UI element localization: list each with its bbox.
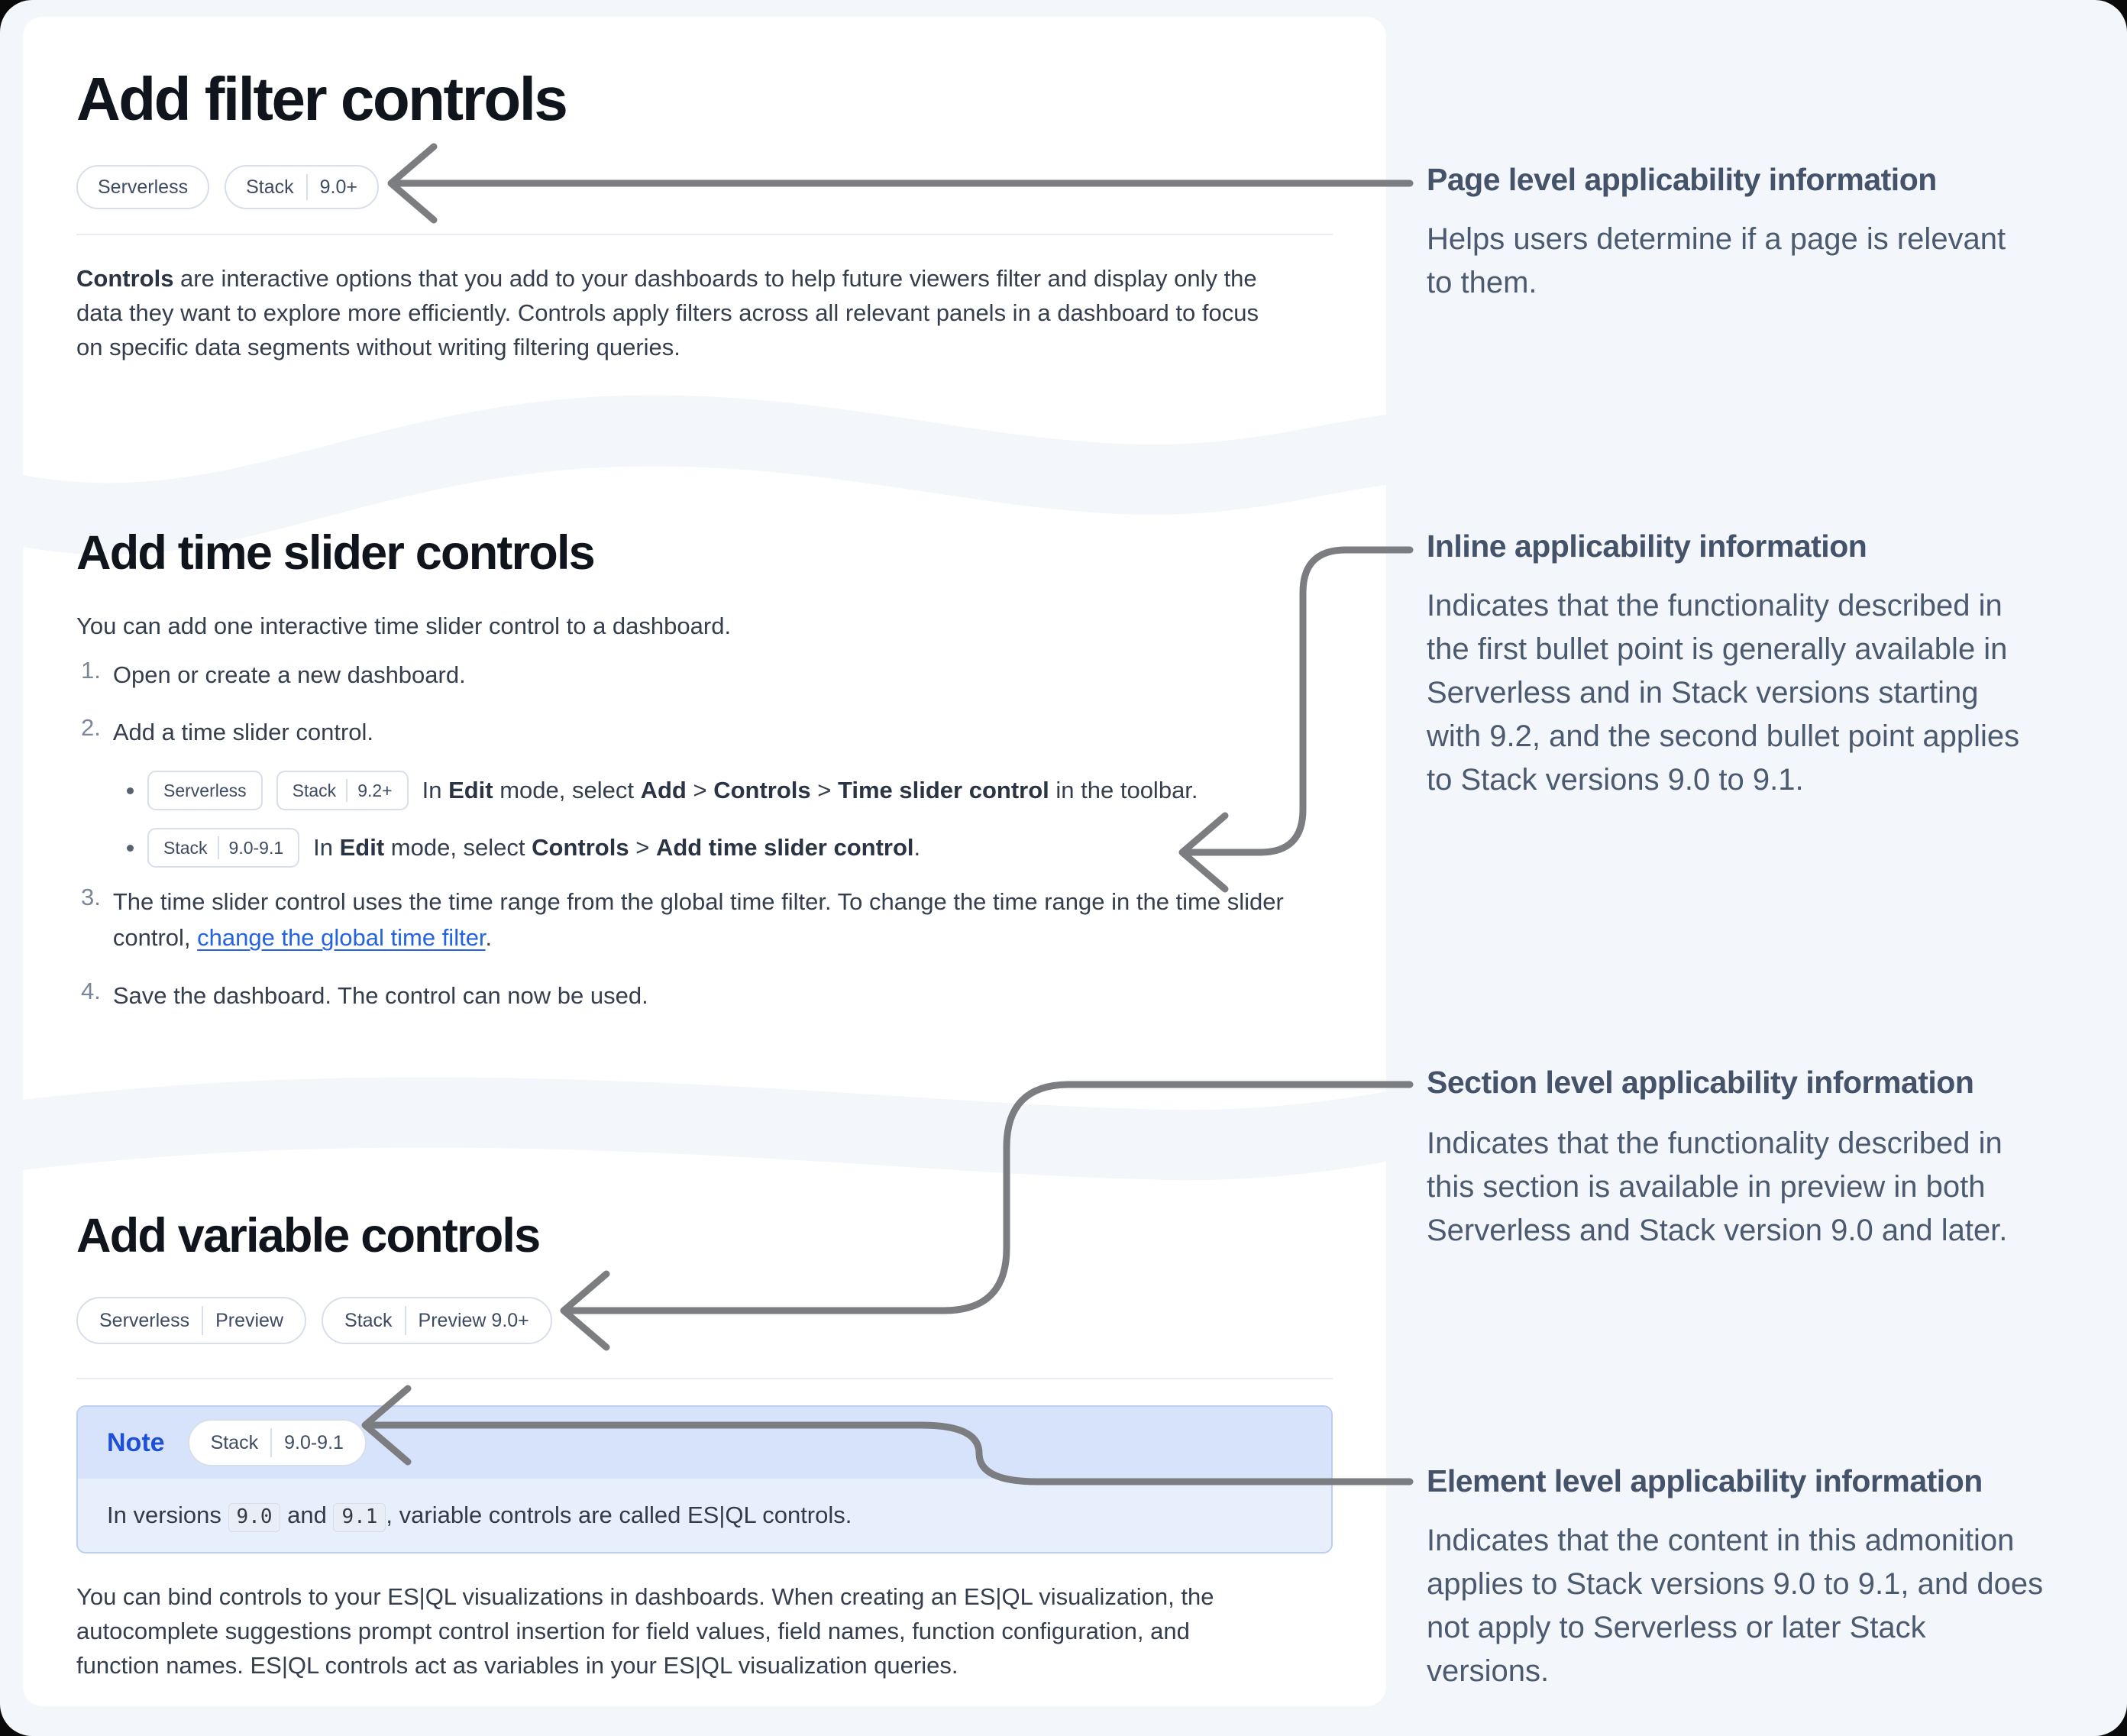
bullet-item-serverless-stack-92: Serverless Stack 9.2+ In Edit mode, selec…	[127, 769, 1198, 812]
section-divider	[76, 1378, 1333, 1379]
note-body: In versions 9.0 and 9.1, variable contro…	[78, 1479, 1331, 1552]
applicability-badge-stack-90-91: Stack 9.0-9.1	[147, 828, 300, 868]
inline-link[interactable]: change the global time filter	[197, 924, 486, 951]
esql-paragraph: You can bind controls to your ES|QL visu…	[76, 1583, 1214, 1679]
badge-part: Stack	[292, 780, 337, 800]
badge-part: Stack	[163, 837, 208, 858]
ordered-step-3: 3. The time slider control uses the time…	[81, 884, 1335, 955]
inline-code: 9.0	[228, 1503, 281, 1532]
page-applicability-badges: Serverless Stack 9.0+	[76, 165, 1344, 209]
section-add-time-slider-controls: Add time slider controls You can add one…	[76, 525, 731, 644]
annotation-title: Inline applicability information	[1427, 529, 1867, 564]
step-text: The time slider control uses the time ra…	[112, 888, 1284, 951]
step-number: 4.	[81, 978, 101, 1004]
bullet-dot	[127, 844, 134, 852]
badge-part: Preview 9.0+	[418, 1309, 529, 1331]
annotation-body: Indicates that the functionality describ…	[1427, 589, 2020, 797]
annotation-page-level: Page level applicability information Hel…	[1427, 162, 2114, 305]
note-header: Note Stack 9.0-9.1	[78, 1407, 1331, 1479]
badge-part: Preview	[215, 1309, 284, 1331]
bullet-text: In Edit mode, select Controls > Add time…	[313, 834, 921, 861]
annotation-inline-level: Inline applicability information Indicat…	[1427, 529, 2114, 802]
step-text: Open or create a new dashboard.	[112, 661, 466, 688]
note-admonition: Note Stack 9.0-9.1 In versions 9.0 and 9.…	[76, 1405, 1333, 1553]
badge-divider	[346, 779, 348, 802]
badge-part: Stack	[246, 176, 294, 198]
bullet-dot	[127, 787, 134, 794]
step-number: 1.	[81, 657, 101, 684]
applicability-badge-serverless: Serverless	[76, 165, 210, 209]
badge-part: 9.0-9.1	[228, 837, 284, 858]
section-title: Add variable controls	[76, 1209, 541, 1262]
inline-code: 9.1	[333, 1503, 386, 1532]
badge-part: 9.0+	[319, 176, 357, 198]
badge-part: 9.0-9.1	[284, 1431, 344, 1453]
wave-divider-2	[23, 1077, 1386, 1181]
applicability-badge-stack-preview: Stack Preview 9.0+	[322, 1297, 552, 1344]
badge-divider	[202, 1306, 204, 1335]
badge-part: Stack	[210, 1431, 259, 1453]
section-title: Add time slider controls	[76, 526, 596, 580]
applicability-badge-stack: Stack 9.0+	[225, 165, 379, 209]
annotation-section-level: Section level applicability information …	[1427, 1065, 2114, 1253]
annotation-body: Helps users determine if a page is relev…	[1427, 222, 2006, 299]
section-add-filter-controls: Add filter controls Serverless Stack 9.0+…	[76, 64, 1344, 364]
annotation-title: Element level applicability information	[1427, 1463, 1983, 1498]
step-text: Add a time slider control.	[112, 719, 374, 745]
ordered-step-4: 4. Save the dashboard. The control can n…	[81, 978, 648, 1013]
badge-divider	[404, 1306, 406, 1335]
section-applicability-badges: Serverless Preview Stack Preview 9.0+	[76, 1297, 1344, 1344]
badge-part: Stack	[344, 1309, 393, 1331]
step-number: 2.	[81, 714, 101, 741]
bullet-text: In Edit mode, select Add > Controls > Ti…	[422, 777, 1198, 803]
badge-part: Serverless	[163, 780, 247, 800]
annotation-body: Indicates that the functionality describ…	[1427, 1127, 2008, 1247]
annotation-title: Page level applicability information	[1427, 162, 1937, 197]
page-title: Add filter controls	[76, 65, 568, 133]
badge-part: Serverless	[98, 176, 189, 198]
docs-content-column: Add filter controls Serverless Stack 9.0+…	[23, 17, 1386, 1706]
section-add-variable-controls: Add variable controls Serverless Preview …	[76, 1208, 1344, 1683]
bullet-item-stack-90-91: Stack 9.0-9.1 In Edit mode, select Contro…	[127, 826, 920, 869]
badge-divider	[217, 836, 219, 859]
badge-divider	[270, 1428, 273, 1457]
step-text: Save the dashboard. The control can now …	[112, 982, 648, 1009]
section-intro: You can add one interactive time slider …	[76, 613, 732, 639]
applicability-badge-note: Stack 9.0-9.1	[187, 1419, 367, 1466]
step-number: 3.	[81, 884, 101, 910]
annotation-element-level: Element level applicability information …	[1427, 1463, 2114, 1693]
ordered-step-2: 2. Add a time slider control.	[81, 714, 373, 750]
badge-part: Serverless	[99, 1309, 190, 1331]
annotation-body: Indicates that the content in this admon…	[1427, 1524, 2044, 1688]
annotation-title: Section level applicability information	[1427, 1065, 1974, 1100]
badge-part: 9.2+	[357, 780, 393, 800]
ordered-step-1: 1. Open or create a new dashboard.	[81, 657, 466, 693]
note-label: Note	[107, 1427, 165, 1457]
applicability-badge-serverless: Serverless	[147, 771, 263, 810]
intro-paragraph: Controls are interactive options that yo…	[76, 265, 1259, 360]
applicability-badge-stack-92: Stack 9.2+	[276, 771, 409, 810]
applicability-badge-serverless-preview: Serverless Preview	[76, 1297, 307, 1344]
badge-divider	[305, 174, 308, 200]
section-divider	[76, 234, 1333, 235]
